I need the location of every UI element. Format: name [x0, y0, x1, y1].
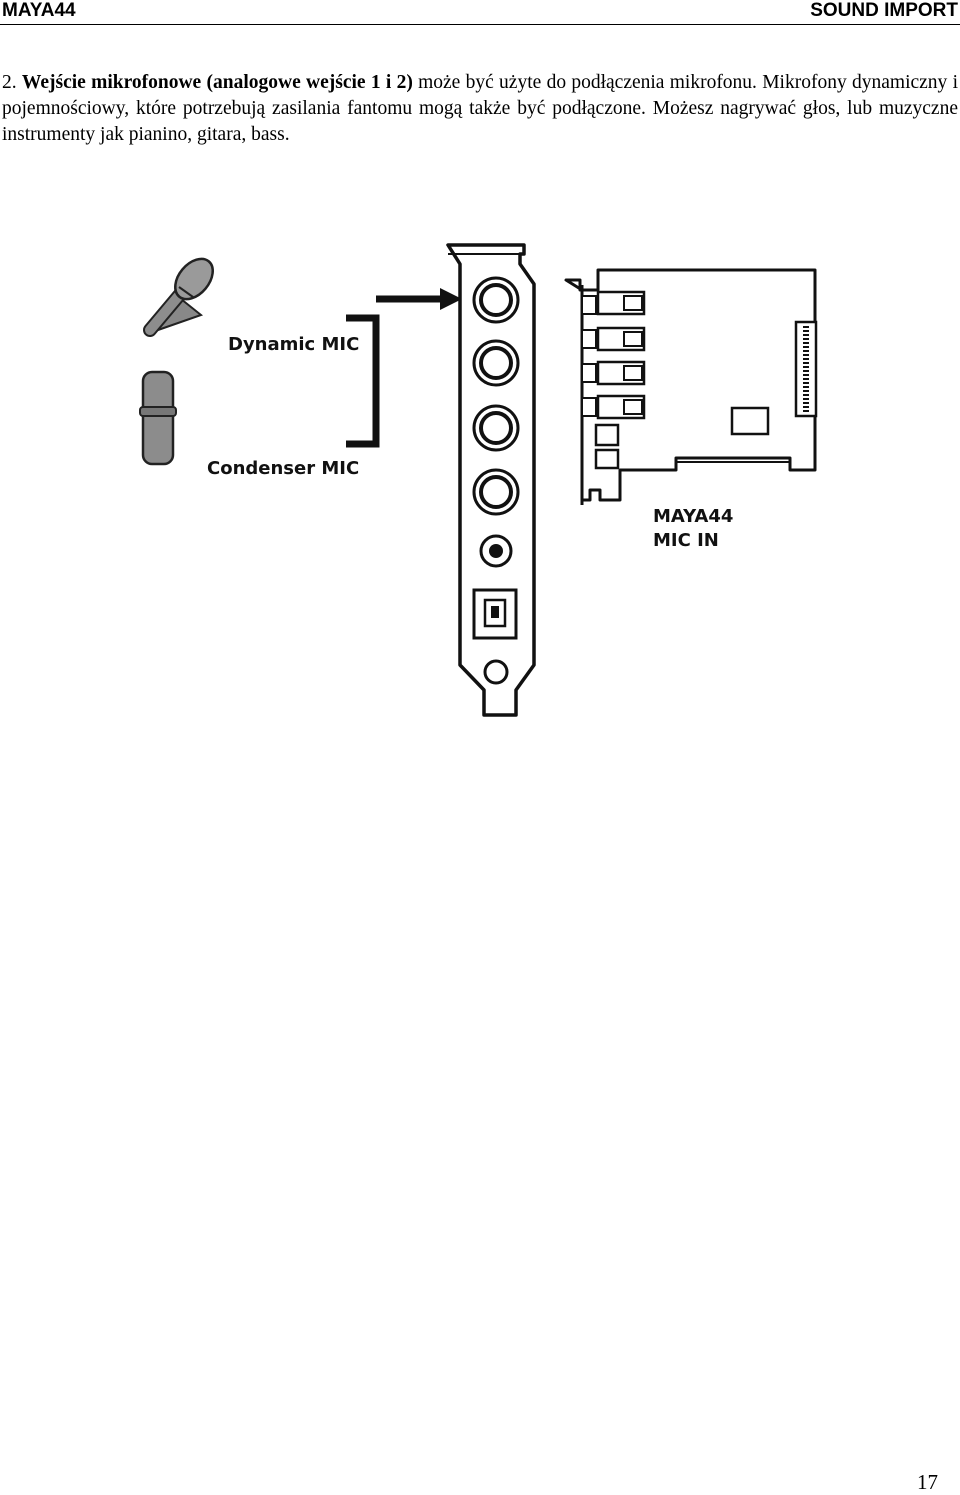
paragraph-bold-lead: Wejście mikrofonowe (analogowe wejście 1…	[21, 72, 413, 93]
page-number: 17	[917, 1470, 938, 1494]
condenser-mic-label: Condenser MIC	[207, 458, 359, 479]
dynamic-mic-icon	[143, 257, 214, 337]
header-rule	[0, 24, 960, 25]
header-brand: SOUND IMPORT	[810, 0, 958, 21]
paragraph-text: może być użyte do podłączenia mikrofonu.…	[2, 72, 958, 145]
jack-3-icon	[472, 404, 520, 452]
optical-port-icon	[472, 588, 518, 640]
small-jack-icon	[479, 534, 513, 568]
jack-1-icon	[472, 276, 520, 324]
body-paragraph: 2. Wejście mikrofonowe (analogowe wejści…	[2, 70, 958, 148]
dynamic-mic-label: Dynamic MIC	[228, 334, 359, 355]
mic-connection-diagram: Dynamic MIC Condenser MIC	[139, 243, 818, 717]
header-title: MAYA44	[2, 0, 76, 21]
card-label-model: MAYA44	[653, 506, 733, 527]
sound-card-board	[564, 268, 818, 505]
card-label-port: MIC IN	[653, 530, 719, 551]
connection-arrow	[346, 288, 462, 448]
jack-2-icon	[472, 339, 520, 387]
condenser-mic-icon	[139, 370, 177, 466]
jack-4-icon	[472, 468, 520, 516]
paragraph-number: 2.	[2, 72, 17, 93]
screw-hole-icon	[483, 659, 509, 685]
